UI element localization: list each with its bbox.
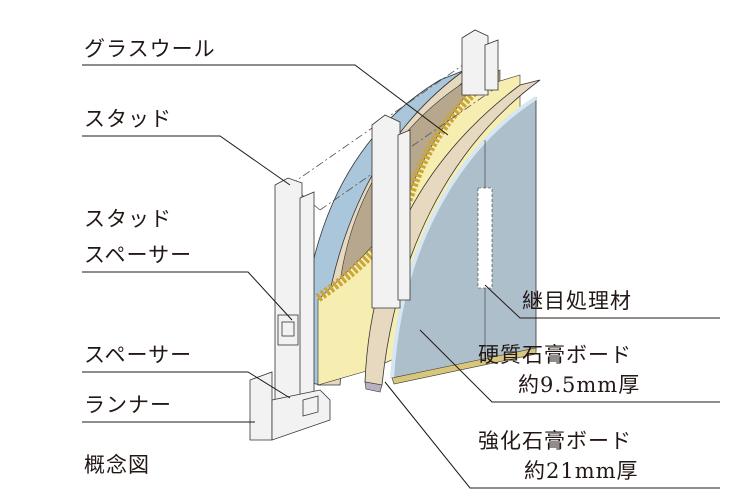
stud-front (274, 177, 315, 401)
leader-lines (82, 64, 720, 489)
hard-board-edge (390, 96, 538, 379)
stud-middle (371, 114, 411, 309)
label-concept: 概念図 (84, 453, 150, 477)
runner (249, 371, 331, 441)
joint-tape (477, 187, 493, 289)
label-stud-spacer-line2: スペーサー (84, 243, 193, 267)
label-reinforced-board: 強化石膏ボード (478, 429, 632, 453)
label-runner: ランナー (84, 393, 172, 417)
hard-board-bottom (391, 347, 537, 385)
label-hard-board-thickness: 約9.5mm厚 (518, 373, 641, 397)
label-stud: スタッド (84, 107, 172, 131)
label-glass-wool: グラスウール (84, 37, 216, 61)
label-spacer: スペーサー (84, 343, 193, 367)
label-reinforced-board-thickness: 約21mm厚 (524, 459, 639, 483)
label-hard-board: 硬質石膏ボード (478, 343, 632, 367)
label-joint: 継目処理材 (522, 289, 632, 313)
stud-back (461, 29, 499, 96)
reinforced-board-end (364, 381, 383, 393)
label-stud-spacer-line1: スタッド (84, 207, 172, 231)
